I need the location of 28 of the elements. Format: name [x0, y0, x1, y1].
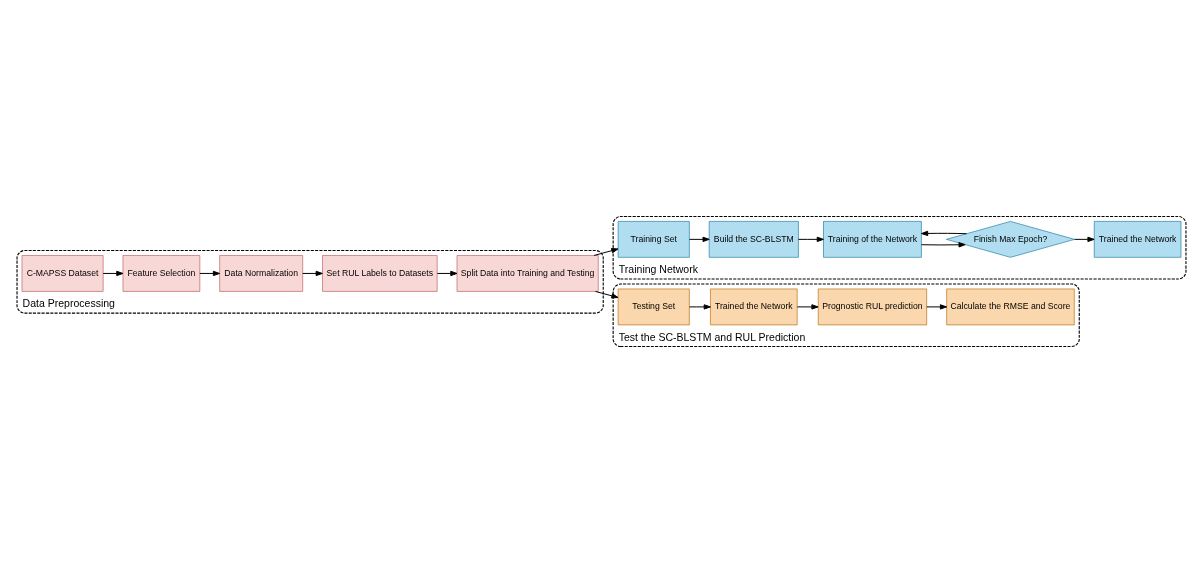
- arrow: [593, 247, 619, 256]
- node-box: Trained the Network: [710, 288, 798, 325]
- node-box: C-MAPSS Dataset: [21, 254, 104, 292]
- node-box: Calculate the RMSE and Score: [946, 288, 1075, 325]
- node-box: Build the SC-BLSTM: [708, 220, 799, 258]
- arrow: [436, 270, 458, 276]
- node-box: Prognostic RUL prediction: [817, 288, 927, 325]
- node-box: Feature Selection: [122, 254, 201, 292]
- arrow: [796, 303, 819, 310]
- arrow: [688, 303, 711, 310]
- arrow: [102, 270, 124, 276]
- node-box: Training of the Network: [823, 220, 922, 258]
- arrow: [302, 270, 323, 276]
- node-diamond: Finish Max Epoch?: [946, 220, 1075, 258]
- node-box: Training Set: [617, 220, 690, 258]
- arrow: [688, 236, 710, 242]
- node-box: Split Data into Training and Testing: [456, 254, 599, 292]
- node-box: Set RUL Labels to Datasets: [322, 254, 438, 292]
- node-box: Testing Set: [617, 288, 690, 325]
- arrow: [921, 230, 967, 236]
- arrow: [1074, 236, 1095, 242]
- arrow: [921, 241, 966, 247]
- arrow: [798, 236, 824, 242]
- node-box: Data Normalization: [219, 254, 303, 292]
- arrow: [594, 290, 619, 298]
- arrow: [199, 270, 221, 276]
- node-box: Trained the Network: [1093, 220, 1182, 258]
- arrow: [926, 303, 948, 310]
